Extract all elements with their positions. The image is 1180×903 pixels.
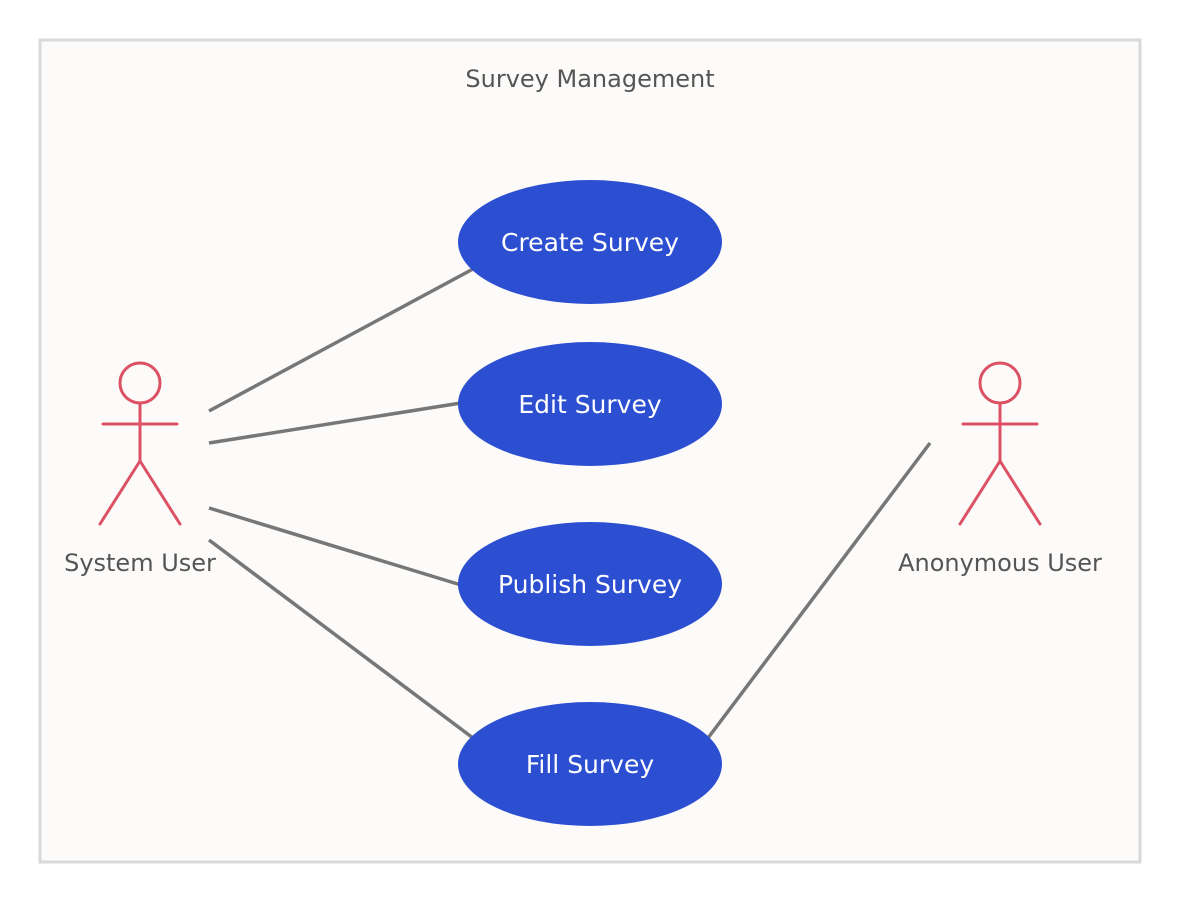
actor-right-leg xyxy=(138,459,182,526)
use-case-create-survey[interactable]: Create Survey xyxy=(458,180,722,304)
actor-right-leg xyxy=(998,459,1042,526)
association-system-user-fill-survey[interactable] xyxy=(207,538,475,740)
system-title: Survey Management xyxy=(465,65,714,93)
stick-figure-icon xyxy=(98,361,182,526)
use-case-label: Edit Survey xyxy=(518,390,662,419)
association-system-user-edit-survey[interactable] xyxy=(208,401,462,445)
associations xyxy=(207,267,932,740)
use-case-label: Fill Survey xyxy=(526,750,655,779)
use-case-ellipse xyxy=(458,522,722,646)
association-anonymous-user-fill-survey[interactable] xyxy=(706,441,932,740)
use-case-label: Create Survey xyxy=(501,228,679,257)
actor-left-leg xyxy=(958,459,1002,526)
use-case-fill-survey[interactable]: Fill Survey xyxy=(458,702,722,826)
use-case-ellipse xyxy=(458,180,722,304)
association-system-user-publish-survey[interactable] xyxy=(208,506,462,587)
actor-label: System User xyxy=(64,549,216,577)
use-case-ellipse xyxy=(458,342,722,466)
stick-figure-icon xyxy=(958,361,1042,526)
use-case-ellipse xyxy=(458,702,722,826)
actor-system-user[interactable]: System User xyxy=(64,361,216,577)
actor-label: Anonymous User xyxy=(898,549,1102,577)
actor-anonymous-user[interactable]: Anonymous User xyxy=(898,361,1102,577)
use-case-publish-survey[interactable]: Publish Survey xyxy=(458,522,722,646)
use-case-edit-survey[interactable]: Edit Survey xyxy=(458,342,722,466)
use-case-label: Publish Survey xyxy=(498,570,682,599)
actor-left-leg xyxy=(98,459,142,526)
association-system-user-create-survey[interactable] xyxy=(208,267,474,413)
